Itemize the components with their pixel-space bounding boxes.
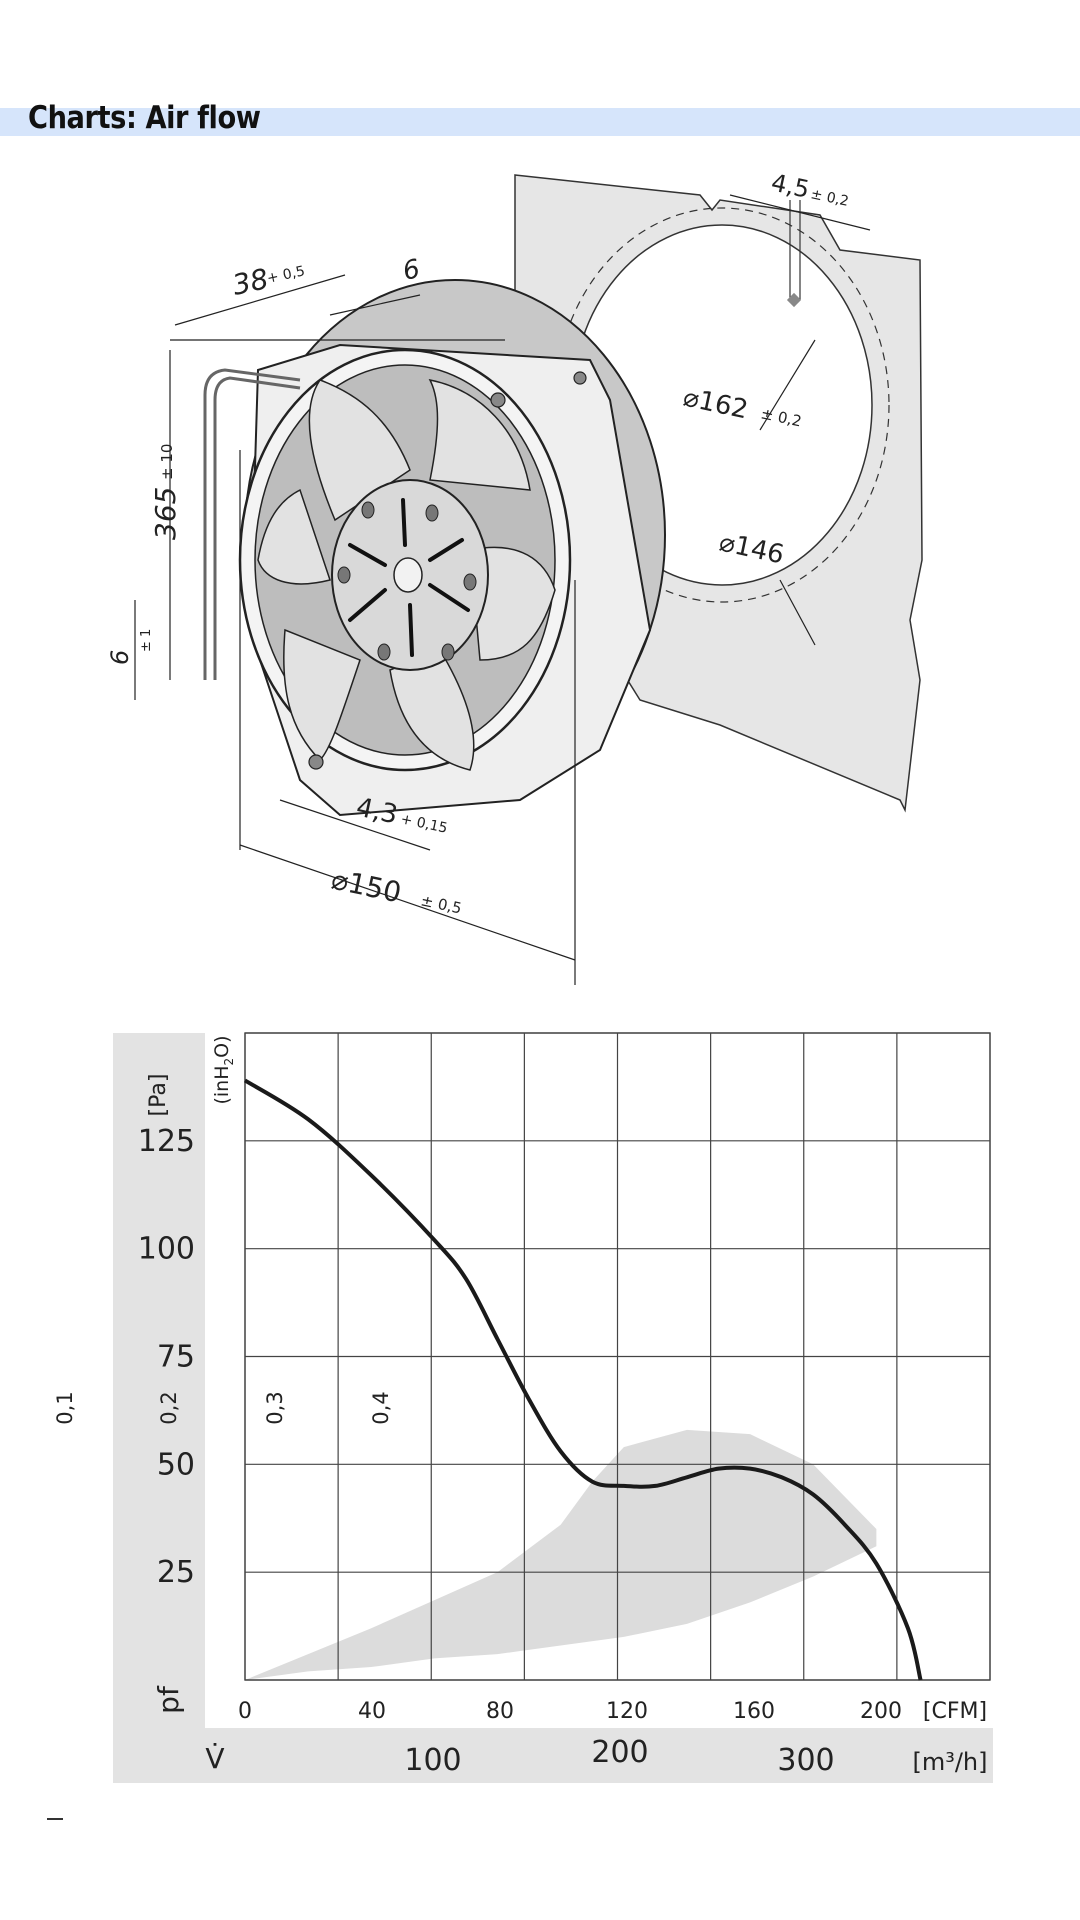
y-axis-symbol: pf [152,1685,185,1714]
curve-layer [243,1078,923,1681]
airflow-chart: [Pa] (inH2O) pf V̇ [CFM] [m³/h] 125 100 75… [53,1032,993,1783]
grid-layer [244,1032,991,1681]
y-tick-inh2o-label: 0,2 [157,1391,181,1424]
title-bar [0,108,1080,136]
operating-region [245,1429,877,1680]
y-tick-inh2o-layer: 0,1 0,2 0,3 0,4 [53,1391,393,1424]
hole-circle [554,207,890,603]
y-axis-label-inh2o-b: O) [211,1035,233,1057]
x-tick-cfm-label: 40 [358,1699,386,1724]
y-tick-inh2o-label: 0,1 [53,1391,77,1424]
dim-slot-width: 4,5 [769,168,812,203]
x-tick-cfm-label: 0 [238,1699,252,1724]
y-tick-label: 125 [138,1124,195,1159]
fan-drawing: 38 + 0,5 6 4,5 ± 0,2 ⌀162 ± 0,2 ⌀146 365… [106,168,923,985]
y-tick-label: 100 [138,1232,195,1267]
y-axis-label-inh2o: (inH2O) [211,1035,236,1104]
y-tick-inh2o-label: 0,3 [263,1391,287,1424]
y-tick-label: 25 [157,1555,195,1590]
x-tick-cfm-label: 160 [733,1699,775,1724]
plot-frame [244,1032,991,1681]
dim-strip-tol: ± 1 [139,629,154,652]
y-axis-label-inh2o-a: (inH [211,1065,233,1104]
page-title: Charts: Air flow [28,100,261,136]
x-tick-cfm-layer: 0 40 80 120 160 200 [238,1699,902,1724]
y-tick-inh2o-label: 0,4 [369,1391,393,1424]
y-axis-label: [Pa] [146,1074,171,1117]
airflow-curve [243,1078,923,1681]
y-axis-label-inh2o-sub: 2 [222,1058,236,1066]
x-axis-label-cfm: [CFM] [923,1699,987,1724]
x-tick-cfm-label: 80 [486,1699,514,1724]
dim-flange: 6 [400,254,422,287]
x-tick-m3h-label: 100 [404,1743,461,1778]
dim-depth-tol: + 0,5 [266,263,307,287]
dim-strip-length: 6 [106,650,134,665]
dim-diameter-tol: ± 0,5 [419,891,463,917]
dim-slot-tol: ± 0,2 [809,186,850,210]
x-tick-cfm-label: 200 [860,1699,902,1724]
dim-cable-length-tol: ± 10 [158,444,176,480]
dim-cable-length: 365 [149,487,182,540]
x-tick-m3h-label: 200 [591,1735,648,1770]
dim-mount-hole-tol: + 0,15 [399,811,449,836]
x-axis-symbol: V̇ [205,1742,224,1775]
dim-diameter: ⌀150 [329,863,405,910]
x-axis-label-m3h: [m³/h] [912,1748,987,1776]
footer-mark [47,1818,63,1820]
x-tick-m3h-label: 300 [777,1743,834,1778]
x-axis-band [205,1728,993,1783]
y-tick-label: 75 [157,1340,195,1375]
x-tick-m3h-layer: 100 200 300 [404,1735,834,1778]
y-tick-label: 50 [157,1447,195,1482]
dim-depth: 38 [230,262,272,302]
operating-region-layer [245,1429,877,1680]
y-axis-band [113,1033,205,1783]
x-tick-cfm-label: 120 [606,1699,648,1724]
y-tick-layer: 125 100 75 50 25 [138,1124,195,1590]
